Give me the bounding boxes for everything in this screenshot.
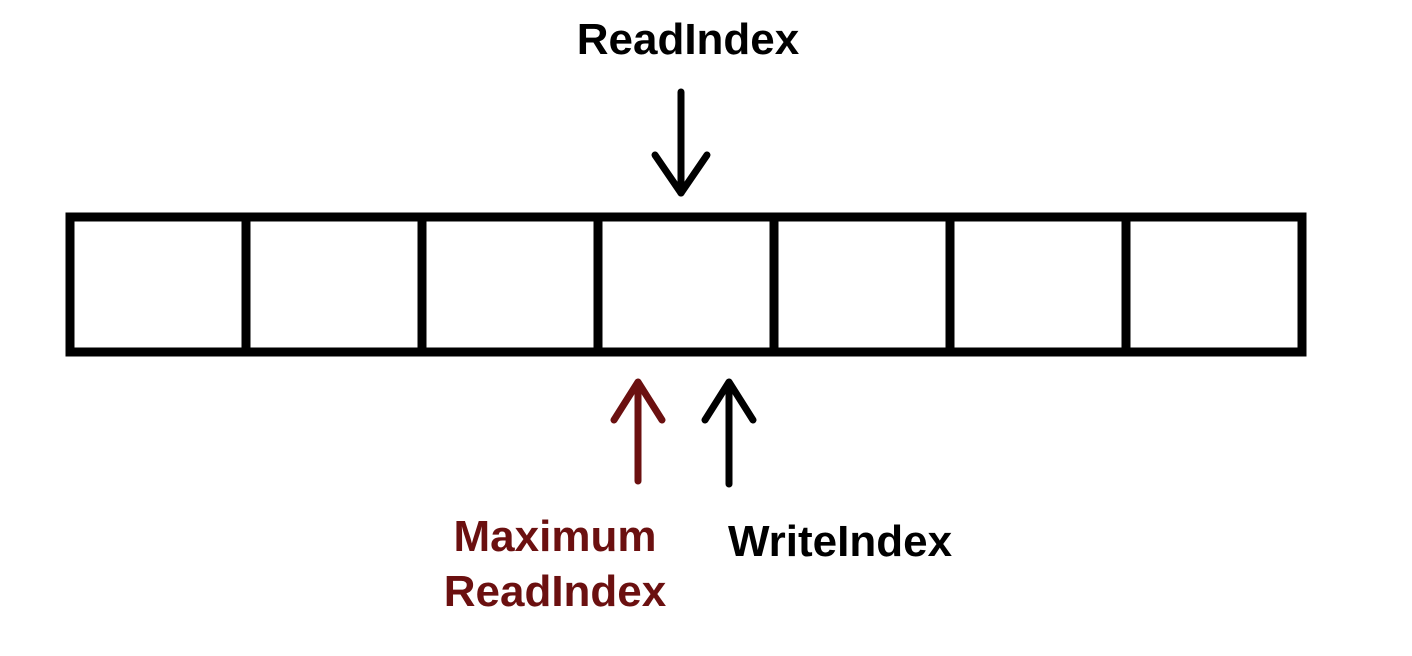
buffer-array <box>65 212 1307 357</box>
max-read-index-pointer: Maximum ReadIndex <box>444 378 667 616</box>
read-index-label: ReadIndex <box>577 15 800 64</box>
buffer-cell <box>417 212 603 357</box>
max-read-index-label-line2: ReadIndex <box>444 567 667 616</box>
max-read-index-label-line1: Maximum <box>454 512 657 561</box>
buffer-cell <box>769 212 955 357</box>
buffer-cell <box>241 212 427 357</box>
arrow-up-icon <box>610 378 666 485</box>
read-index-pointer: ReadIndex <box>577 15 800 197</box>
arrow-up-icon <box>701 378 757 488</box>
write-index-label: WriteIndex <box>728 517 953 566</box>
buffer-cell <box>593 212 779 357</box>
buffer-cell <box>945 212 1131 357</box>
buffer-cell <box>65 212 251 357</box>
buffer-cell <box>1121 212 1307 357</box>
arrow-down-icon <box>651 88 711 197</box>
write-index-pointer: WriteIndex <box>701 378 953 566</box>
